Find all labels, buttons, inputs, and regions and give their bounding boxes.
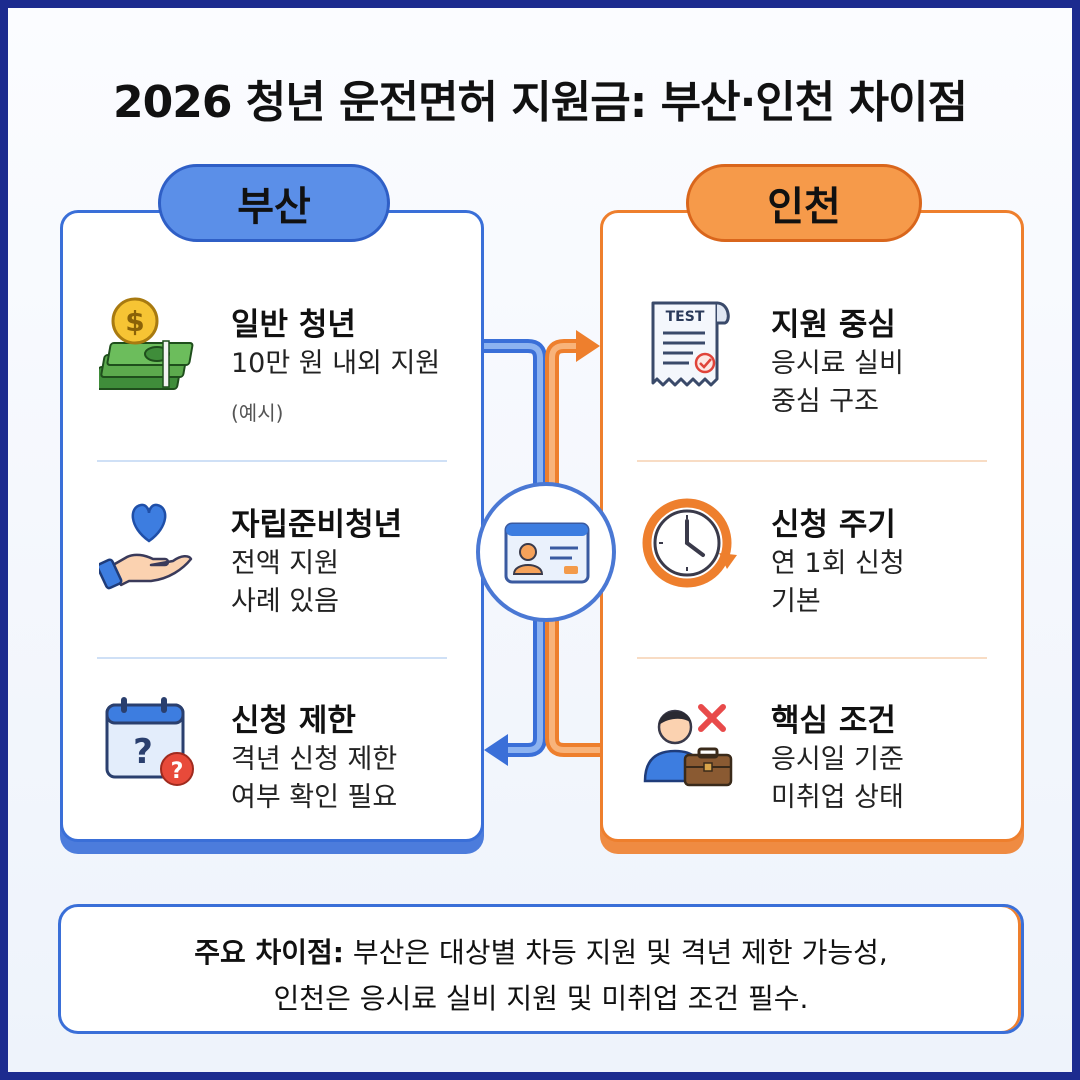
busan-item-body: 10만 원 내외 지원 bbox=[231, 348, 441, 379]
incheon-divider bbox=[637, 657, 987, 659]
svg-text:$: $ bbox=[125, 305, 144, 338]
busan-item-heading: 자립준비청년 bbox=[231, 507, 403, 543]
busan-item-note: (예시) bbox=[231, 401, 284, 425]
hand-heart-icon bbox=[99, 503, 193, 590]
summary-label: 주요 차이점: bbox=[194, 936, 344, 969]
busan-panel: $ 일반 청년 10만 원 내외 지원 (예시) 자립준비청년 전액 지원 사례… bbox=[60, 210, 484, 842]
incheon-label-pill: 인천 bbox=[686, 164, 922, 242]
person-briefcase-x-icon bbox=[643, 704, 733, 787]
id-card-icon bbox=[504, 522, 590, 584]
incheon-item-body: 응시일 기준 미취업 상태 bbox=[771, 744, 904, 813]
page-title: 2026 청년 운전면허 지원금: 부산·인천 차이점 bbox=[112, 77, 968, 128]
clock-cycle-icon bbox=[642, 498, 737, 588]
busan-label-pill: 부산 bbox=[158, 164, 390, 242]
incheon-item-body: 응시료 실비 중심 구조 bbox=[771, 348, 904, 417]
money-stack-icon: $ bbox=[99, 297, 194, 390]
busan-item-body: 전액 지원 사례 있음 bbox=[231, 548, 339, 617]
incheon-item-heading: 핵심 조건 bbox=[771, 703, 896, 739]
summary-line-1: 주요 차이점: 부산은 대상별 차등 지원 및 격년 제한 가능성, bbox=[61, 931, 1021, 971]
incheon-item-heading: 신청 주기 bbox=[771, 507, 896, 543]
svg-text:?: ? bbox=[133, 732, 153, 772]
arrow-right-icon bbox=[576, 330, 600, 362]
busan-item-heading: 신청 제한 bbox=[231, 703, 356, 739]
incheon-item-body: 연 1회 신청 기본 bbox=[771, 548, 905, 617]
svg-text:?: ? bbox=[171, 759, 184, 784]
busan-item-heading: 일반 청년 bbox=[231, 307, 356, 343]
summary-text-1: 부산은 대상별 차등 지원 및 격년 제한 가능성, bbox=[343, 936, 888, 969]
busan-divider bbox=[97, 460, 447, 462]
center-badge bbox=[476, 482, 616, 622]
busan-divider bbox=[97, 657, 447, 659]
summary-box: 주요 차이점: 부산은 대상별 차등 지원 및 격년 제한 가능성, 인천은 응… bbox=[58, 904, 1024, 1034]
arrow-left-icon bbox=[484, 734, 508, 766]
test-receipt-label: TEST bbox=[666, 309, 705, 325]
incheon-panel: TEST 지원 중심 응시료 실비 중심 구조 bbox=[600, 210, 1024, 842]
calendar-question-icon: ? ? bbox=[105, 697, 194, 786]
incheon-item-heading: 지원 중심 bbox=[771, 307, 896, 343]
infographic-canvas: 2026 청년 운전면허 지원금: 부산·인천 차이점 bbox=[8, 8, 1072, 1072]
busan-item-body: 격년 신청 제한 여부 확인 필요 bbox=[231, 744, 398, 813]
summary-line-2: 인천은 응시료 실비 지원 및 미취업 조건 필수. bbox=[273, 982, 809, 1015]
test-receipt-icon: TEST bbox=[651, 301, 730, 387]
incheon-divider bbox=[637, 460, 987, 462]
